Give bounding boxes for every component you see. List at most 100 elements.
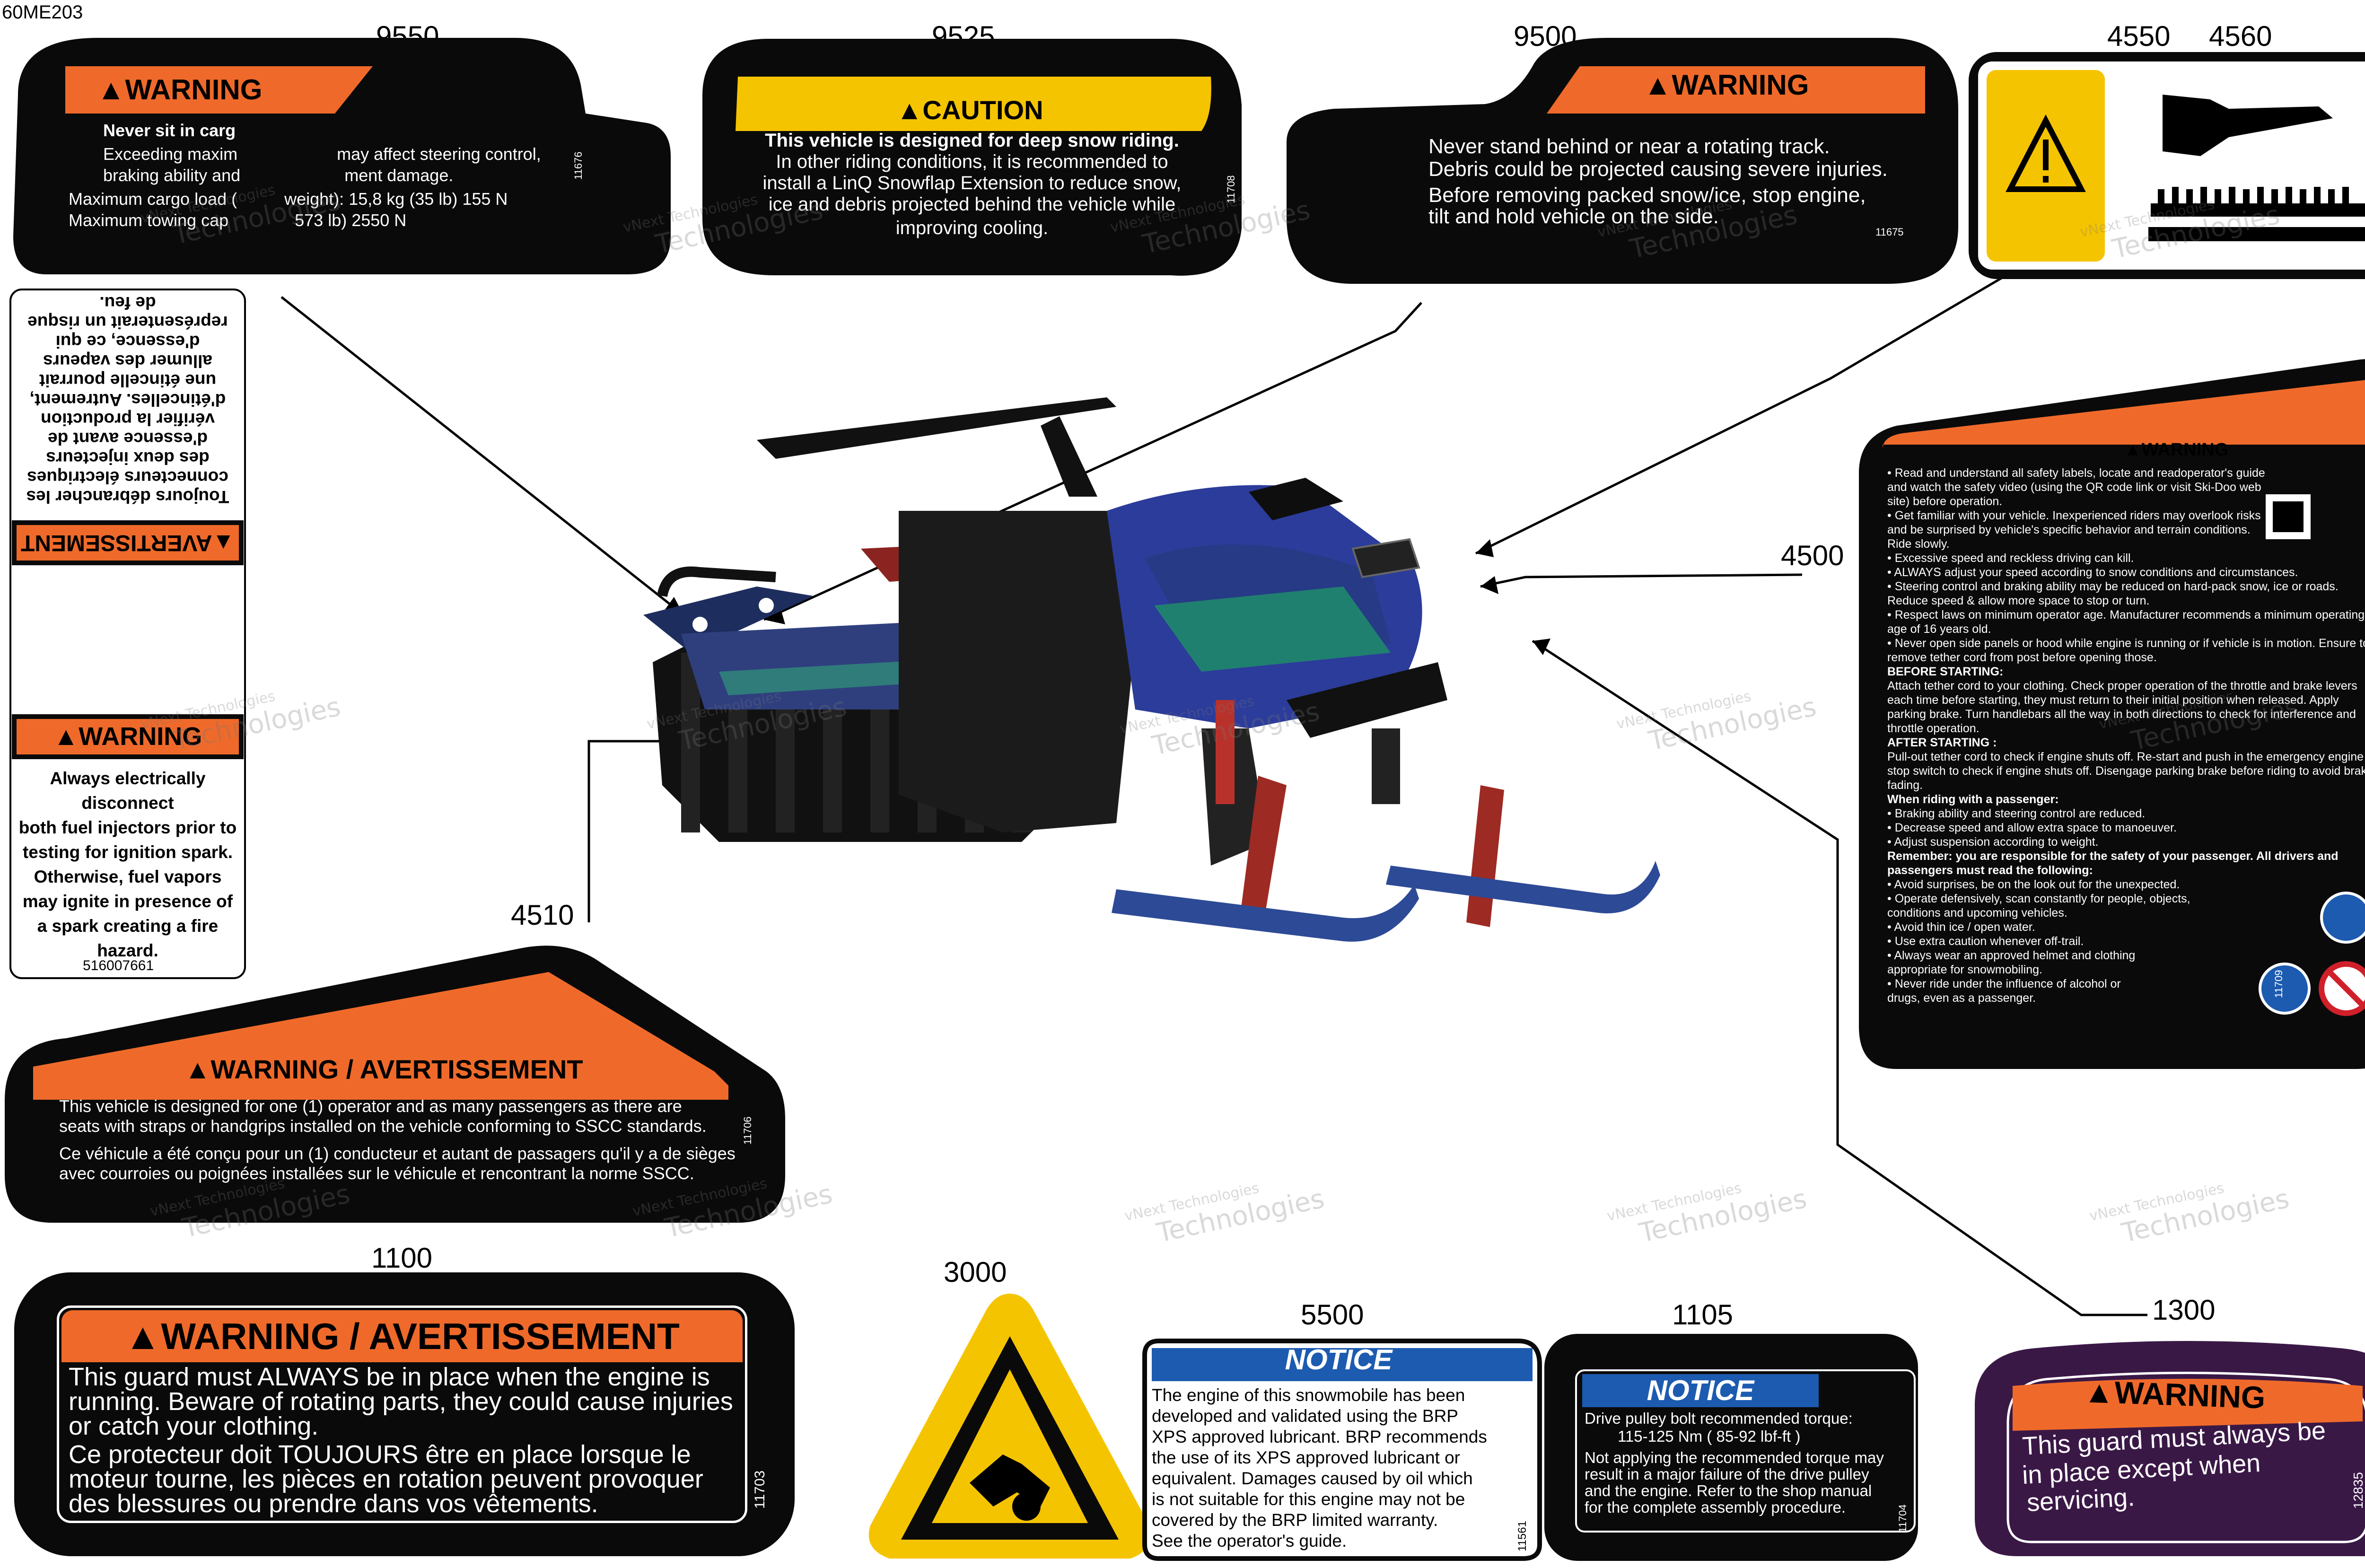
decal-5500-line-8: See the operator's guide. bbox=[1152, 1531, 1347, 1550]
decal-2520-en-line-1: Always electrically bbox=[50, 769, 206, 788]
decal-4500-line-1: • Read and understand all safety labels,… bbox=[1887, 466, 2265, 508]
decal-4550-shape bbox=[1969, 52, 2365, 279]
decal-5500-line-1: The engine of this snowmobile has been bbox=[1152, 1385, 1465, 1405]
decal-5500-line-5: equivalent. Damages caused by oil which bbox=[1152, 1469, 1473, 1488]
decal-9550-line-5: Maximum towing cap 573 lb) 2550 N bbox=[69, 210, 407, 230]
decal-1300-header: ▲WARNING bbox=[2083, 1374, 2266, 1415]
decal-9550-line-1: Never sit in carg bbox=[103, 121, 236, 140]
decal-9500-line-4: tilt and hold vehicle on the side. bbox=[1428, 205, 1719, 228]
decal-2520-fr-line-1: Toujours débrancher les bbox=[26, 487, 229, 507]
decal-2520-en-header: ▲WARNING bbox=[12, 714, 244, 759]
decal-1100-inner bbox=[57, 1305, 747, 1523]
decal-4500-line-19: • Avoid thin ice / open water. bbox=[1887, 920, 2035, 934]
decal-9525-shape bbox=[702, 39, 1242, 276]
decal-1100-line-1: This guard must ALWAYS be in place when … bbox=[69, 1363, 710, 1391]
decal-1105-line-1: Drive pulley bolt recommended torque: bbox=[1585, 1410, 1853, 1427]
decal-9500-line-3: Before removing packed snow/ice, stop en… bbox=[1428, 184, 1866, 207]
side-panel bbox=[899, 511, 1145, 832]
decal-4500-line-18: • Operate defensively, scan constantly f… bbox=[1887, 892, 2190, 920]
decal-5500-line-2: developed and validated using the BRP bbox=[1152, 1406, 1458, 1426]
decal-4500-line-11: Pull-out tether cord to check if engine … bbox=[1887, 750, 2365, 792]
decal-2520-fr-line-11: de feu. bbox=[99, 293, 156, 313]
decal-2520-en-line-5: Otherwise, fuel vapors bbox=[34, 867, 222, 886]
decal-9550-line-4: Maximum cargo load ( weight): 15,8 kg (3… bbox=[69, 189, 508, 209]
decal-4510-shape bbox=[5, 946, 785, 1223]
decal-4500-shape bbox=[1859, 359, 2365, 1069]
decal-2520-fr-line-5: vérifier la production bbox=[41, 410, 215, 429]
decal-5500-line-4: the use of its XPS approved lubricant or bbox=[1152, 1448, 1460, 1467]
snowmobile-illustration bbox=[643, 397, 1660, 942]
decal-1105-line-2: 115-125 Nm ( 85-92 lbf-ft ) bbox=[1618, 1428, 1801, 1445]
decal-4500-line-12: When riding with a passenger: bbox=[1887, 793, 2059, 806]
decal-1105-line-6: for the complete assembly procedure. bbox=[1585, 1498, 1846, 1516]
callout-4550: 4550 bbox=[2107, 20, 2171, 52]
passenger-icon bbox=[2320, 892, 2365, 944]
callout-5500: 5500 bbox=[1301, 1299, 1364, 1331]
decal-3000-shape bbox=[868, 1294, 1151, 1559]
diagram-id: 60ME203 bbox=[2, 2, 83, 23]
right-ski bbox=[1386, 861, 1660, 913]
decal-2520-en-line-4: testing for ignition spark. bbox=[22, 842, 233, 862]
decal-4500-line-17: • Avoid surprises, be on the look out fo… bbox=[1887, 878, 2180, 891]
decal-1100-code: 11703 bbox=[752, 1470, 768, 1509]
decal-1105-line-5: and the engine. Refer to the shop manual bbox=[1585, 1482, 1872, 1499]
decal-5500-body: The engine of this snowmobile has been d… bbox=[1152, 1385, 1487, 1551]
decal-1105-line-4: result in a major failure of the drive p… bbox=[1585, 1465, 1869, 1483]
decal-1100-header: ▲WARNING / AVERTISSEMENT bbox=[61, 1310, 743, 1362]
decal-1105-inner bbox=[1575, 1369, 1916, 1533]
hazard-triangle-icon bbox=[2006, 114, 2086, 192]
decal-2520-en-line-6: may ignite in presence of bbox=[22, 892, 233, 911]
decal-1100-line-3: or catch your clothing. bbox=[69, 1412, 319, 1440]
decal-1100-line-2: running. Beware of rotating parts, they … bbox=[69, 1387, 733, 1416]
decal-2520-en-line-3: both fuel injectors prior to bbox=[18, 818, 237, 837]
decal-4510-code: 11706 bbox=[742, 1116, 753, 1145]
decal-2520-en-line-8: hazard. bbox=[97, 941, 158, 960]
handlebar bbox=[757, 397, 1116, 459]
callout-4560: 4560 bbox=[2209, 20, 2272, 52]
decal-2520-fr-line-3: des deux injecteurs bbox=[46, 448, 210, 468]
decal-4500-line-2: • Get familiar with your vehicle. Inexpe… bbox=[1887, 509, 2261, 551]
decal-1100-line-6: des blessures ou prendre dans vos vêteme… bbox=[69, 1489, 598, 1518]
decal-4500-line-20: • Use extra caution whenever off-trail. bbox=[1887, 935, 2084, 948]
decal-5500-shape bbox=[1142, 1339, 1542, 1561]
decal-4500-header: ▲WARNING bbox=[2124, 440, 2229, 460]
decal-4500-line-16: Remember: you are responsible for the sa… bbox=[1887, 850, 2339, 877]
decal-9525-line-4: ice and debris projected behind the vehi… bbox=[768, 194, 1176, 215]
decal-9525-line-1: This vehicle is designed for deep snow r… bbox=[765, 130, 1179, 151]
decal-9525-line-3: install a LinQ Snowflap Extension to red… bbox=[762, 173, 1182, 193]
decal-2520-fr-line-4: d'essence avant de bbox=[48, 429, 208, 448]
decal-9500-code: 11675 bbox=[1875, 226, 1904, 238]
decal-1100-line-5: moteur tourne, les pièces en rotation pe… bbox=[69, 1465, 703, 1493]
decal-9525-header: ▲CAUTION bbox=[896, 95, 1043, 125]
decal-2520-en-header-text: ▲WARNING bbox=[17, 719, 239, 754]
decal-4500-line-13: • Braking ability and steering control a… bbox=[1887, 807, 2146, 820]
decal-2520-fr-block: Toujours débrancher les connecteurs élec… bbox=[19, 293, 236, 507]
decal-2520-fr-header-text: ▲AVERTISSEMENT bbox=[17, 525, 239, 561]
decal-4510-line-3: Ce véhicule a été conçu pour un (1) cond… bbox=[59, 1144, 736, 1163]
decal-4500-line-3: • Excessive speed and reckless driving c… bbox=[1887, 552, 2134, 565]
decal-2520-en-line-2: disconnect bbox=[81, 793, 174, 813]
decal-4500-line-22: • Never ride under the influence of alco… bbox=[1887, 977, 2121, 1005]
decal-2520-code: 516007661 bbox=[83, 958, 154, 973]
callout-1300: 1300 bbox=[2152, 1294, 2216, 1326]
decal-5500-line-3: XPS approved lubricant. BRP recommends bbox=[1152, 1427, 1487, 1446]
decal-4500-line-8: BEFORE STARTING: bbox=[1887, 665, 2004, 678]
leader-9550 bbox=[280, 296, 684, 616]
decal-4500-line-5: • Steering control and braking ability m… bbox=[1887, 580, 2339, 607]
decal-1300-line-3: servicing. bbox=[2026, 1483, 2136, 1517]
callout-3000: 3000 bbox=[944, 1256, 1007, 1288]
decal-1100-line-4: Ce protecteur doit TOUJOURS être en plac… bbox=[69, 1440, 691, 1469]
decal-2520-fr-line-7: une étincelle pourrait bbox=[39, 371, 217, 390]
leader-9500 bbox=[1475, 273, 2009, 555]
helmet-icon bbox=[2259, 963, 2311, 1015]
decal-9500-line-2: Debris could be projected causing severe… bbox=[1428, 158, 1888, 181]
decal-1300-code: 12835 bbox=[2351, 1472, 2365, 1509]
decal-2520-fr-line-10: représenterait un risque bbox=[27, 313, 228, 332]
decal-9525-code: 11708 bbox=[1225, 175, 1237, 203]
decal-9500-shape bbox=[1287, 38, 1958, 284]
decal-1300-shape bbox=[1975, 1341, 2365, 1556]
headlight bbox=[1351, 538, 1420, 578]
callout-4510: 4510 bbox=[511, 899, 574, 931]
decal-2520-en-block: Always electrically disconnect both fuel… bbox=[14, 766, 241, 963]
decal-4510-header: ▲WARNING / AVERTISSEMENT bbox=[184, 1054, 583, 1084]
